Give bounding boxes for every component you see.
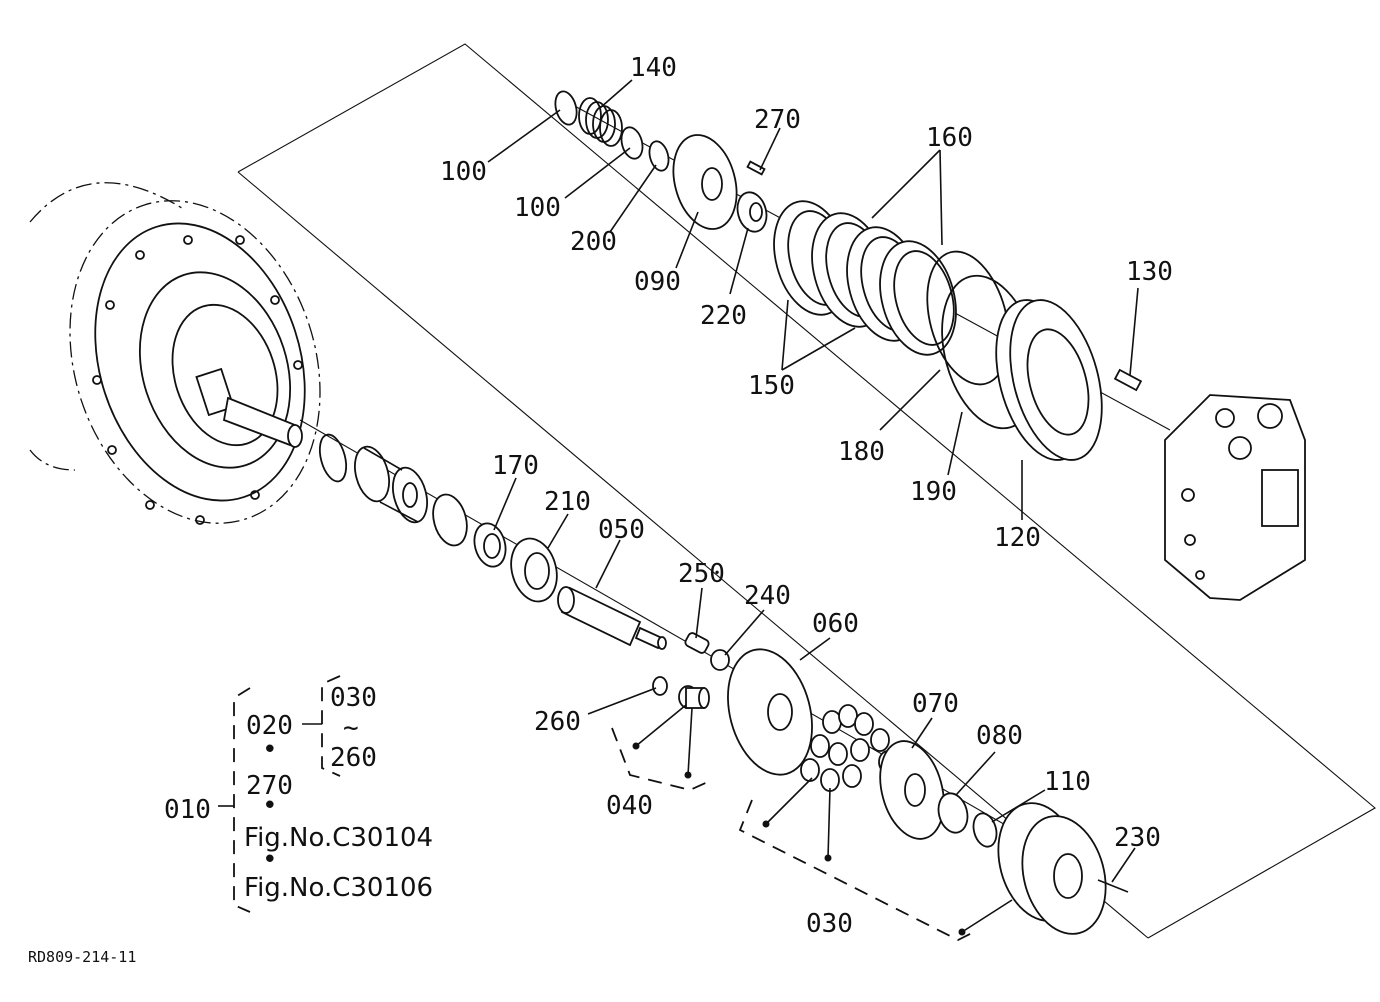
explode-frame xyxy=(237,43,1376,939)
part-050-shaft xyxy=(557,586,667,650)
callout-050: 050 xyxy=(598,515,645,545)
part-040-pin xyxy=(678,685,710,709)
housing-flange-ring xyxy=(94,222,306,502)
callout-130: 130 xyxy=(1126,257,1173,287)
callout-100-b: 100 xyxy=(514,193,561,223)
callout-110: 110 xyxy=(1044,767,1091,797)
housing-bore xyxy=(138,271,292,469)
callout-270: 270 xyxy=(754,105,801,135)
callout-120: 120 xyxy=(994,523,1041,553)
housing-flange-outer xyxy=(69,200,321,524)
thrust-washer xyxy=(432,493,468,547)
legend-sep-3: • xyxy=(262,845,278,875)
housing-inner-bore xyxy=(171,303,279,447)
callout-080: 080 xyxy=(976,721,1023,751)
part-250-pin xyxy=(684,632,710,654)
callout-260: 260 xyxy=(534,707,581,737)
callout-040: 040 xyxy=(606,791,653,821)
housing-phantom-bottom xyxy=(29,449,76,471)
upper-row-parts xyxy=(554,90,1143,461)
legend-range-to: 260 xyxy=(330,743,377,773)
callout-240: 240 xyxy=(744,581,791,611)
part-130-plug xyxy=(1113,368,1143,392)
legend-assembly-010: 010 xyxy=(164,795,211,825)
legend-ref-fig-2: Fig.No.C30106 xyxy=(244,873,433,903)
part-170-bearing xyxy=(473,522,507,568)
callout-070: 070 xyxy=(912,689,959,719)
callout-140: 140 xyxy=(630,53,677,83)
callout-170: 170 xyxy=(492,451,539,481)
callout-090: 090 xyxy=(634,267,681,297)
lower-row-parts xyxy=(318,433,1129,935)
assembly-legend: 010 020 030 ~ 260 • 270 • Fig.No.C30104 … xyxy=(164,675,433,913)
callout-200: 200 xyxy=(570,227,617,257)
frame-diagonal xyxy=(237,171,1149,939)
part-140-spring xyxy=(578,97,623,147)
callout-220: 220 xyxy=(700,301,747,331)
callout-060: 060 xyxy=(812,609,859,639)
leader-lines xyxy=(487,79,1139,933)
part-080-spherical-bush xyxy=(937,792,969,834)
spline-coupling xyxy=(354,445,428,524)
legend-sep-1: • xyxy=(262,735,278,765)
callout-210: 210 xyxy=(544,487,591,517)
part-070-plate xyxy=(879,740,945,840)
callout-250: 250 xyxy=(678,559,725,589)
part-200-snap-ring xyxy=(648,140,670,172)
gearbox-housing xyxy=(29,182,321,525)
valve-block-body xyxy=(1164,394,1306,601)
center-axes xyxy=(299,97,1171,886)
diagram-id: RD809-214-11 xyxy=(28,948,136,966)
valve-block-plate xyxy=(1261,469,1299,527)
valve-block xyxy=(1164,394,1306,601)
piston-set xyxy=(800,704,898,792)
housing-phantom-top xyxy=(29,182,186,223)
legend-range-separator: ~ xyxy=(343,713,359,743)
snap-ring-lower xyxy=(318,433,348,483)
part-220-bearing xyxy=(736,191,768,233)
part-090-plate xyxy=(672,134,738,230)
bracket-030 xyxy=(738,799,979,942)
part-110-ring xyxy=(972,812,998,848)
shaft-spline xyxy=(195,367,235,417)
legend-part-270: 270 xyxy=(246,771,293,801)
legend-inner-brace xyxy=(321,675,341,777)
part-100-a xyxy=(554,90,578,126)
legend-range-from: 030 xyxy=(330,683,377,713)
legend-outer-brace xyxy=(233,687,251,913)
part-210-bearing xyxy=(510,537,558,603)
callout-labels: 140 100 100 270 160 200 090 220 150 130 … xyxy=(440,53,1173,939)
callout-160: 160 xyxy=(926,123,973,153)
part-240-ball-guide xyxy=(710,649,730,671)
part-060-retainer xyxy=(727,648,813,776)
part-030-cylinder-block xyxy=(997,802,1107,935)
bracket-040 xyxy=(611,727,713,791)
part-270-pin xyxy=(746,160,766,176)
callout-030: 030 xyxy=(806,909,853,939)
legend-sep-2: • xyxy=(262,791,278,821)
shaft-end xyxy=(287,424,303,448)
part-180-o-ring xyxy=(926,250,1010,386)
part-260-plug xyxy=(652,676,668,696)
part-230-pin xyxy=(1097,879,1129,893)
part-120-piston xyxy=(995,299,1103,461)
callout-230: 230 xyxy=(1114,823,1161,853)
legend-subassembly-020: 020 xyxy=(246,711,293,741)
frame-outline xyxy=(237,43,1376,939)
callout-190: 190 xyxy=(910,477,957,507)
callout-150: 150 xyxy=(748,371,795,401)
callout-180: 180 xyxy=(838,437,885,467)
callout-100-a: 100 xyxy=(440,157,487,187)
legend-ref-fig-1: Fig.No.C30104 xyxy=(244,823,433,853)
